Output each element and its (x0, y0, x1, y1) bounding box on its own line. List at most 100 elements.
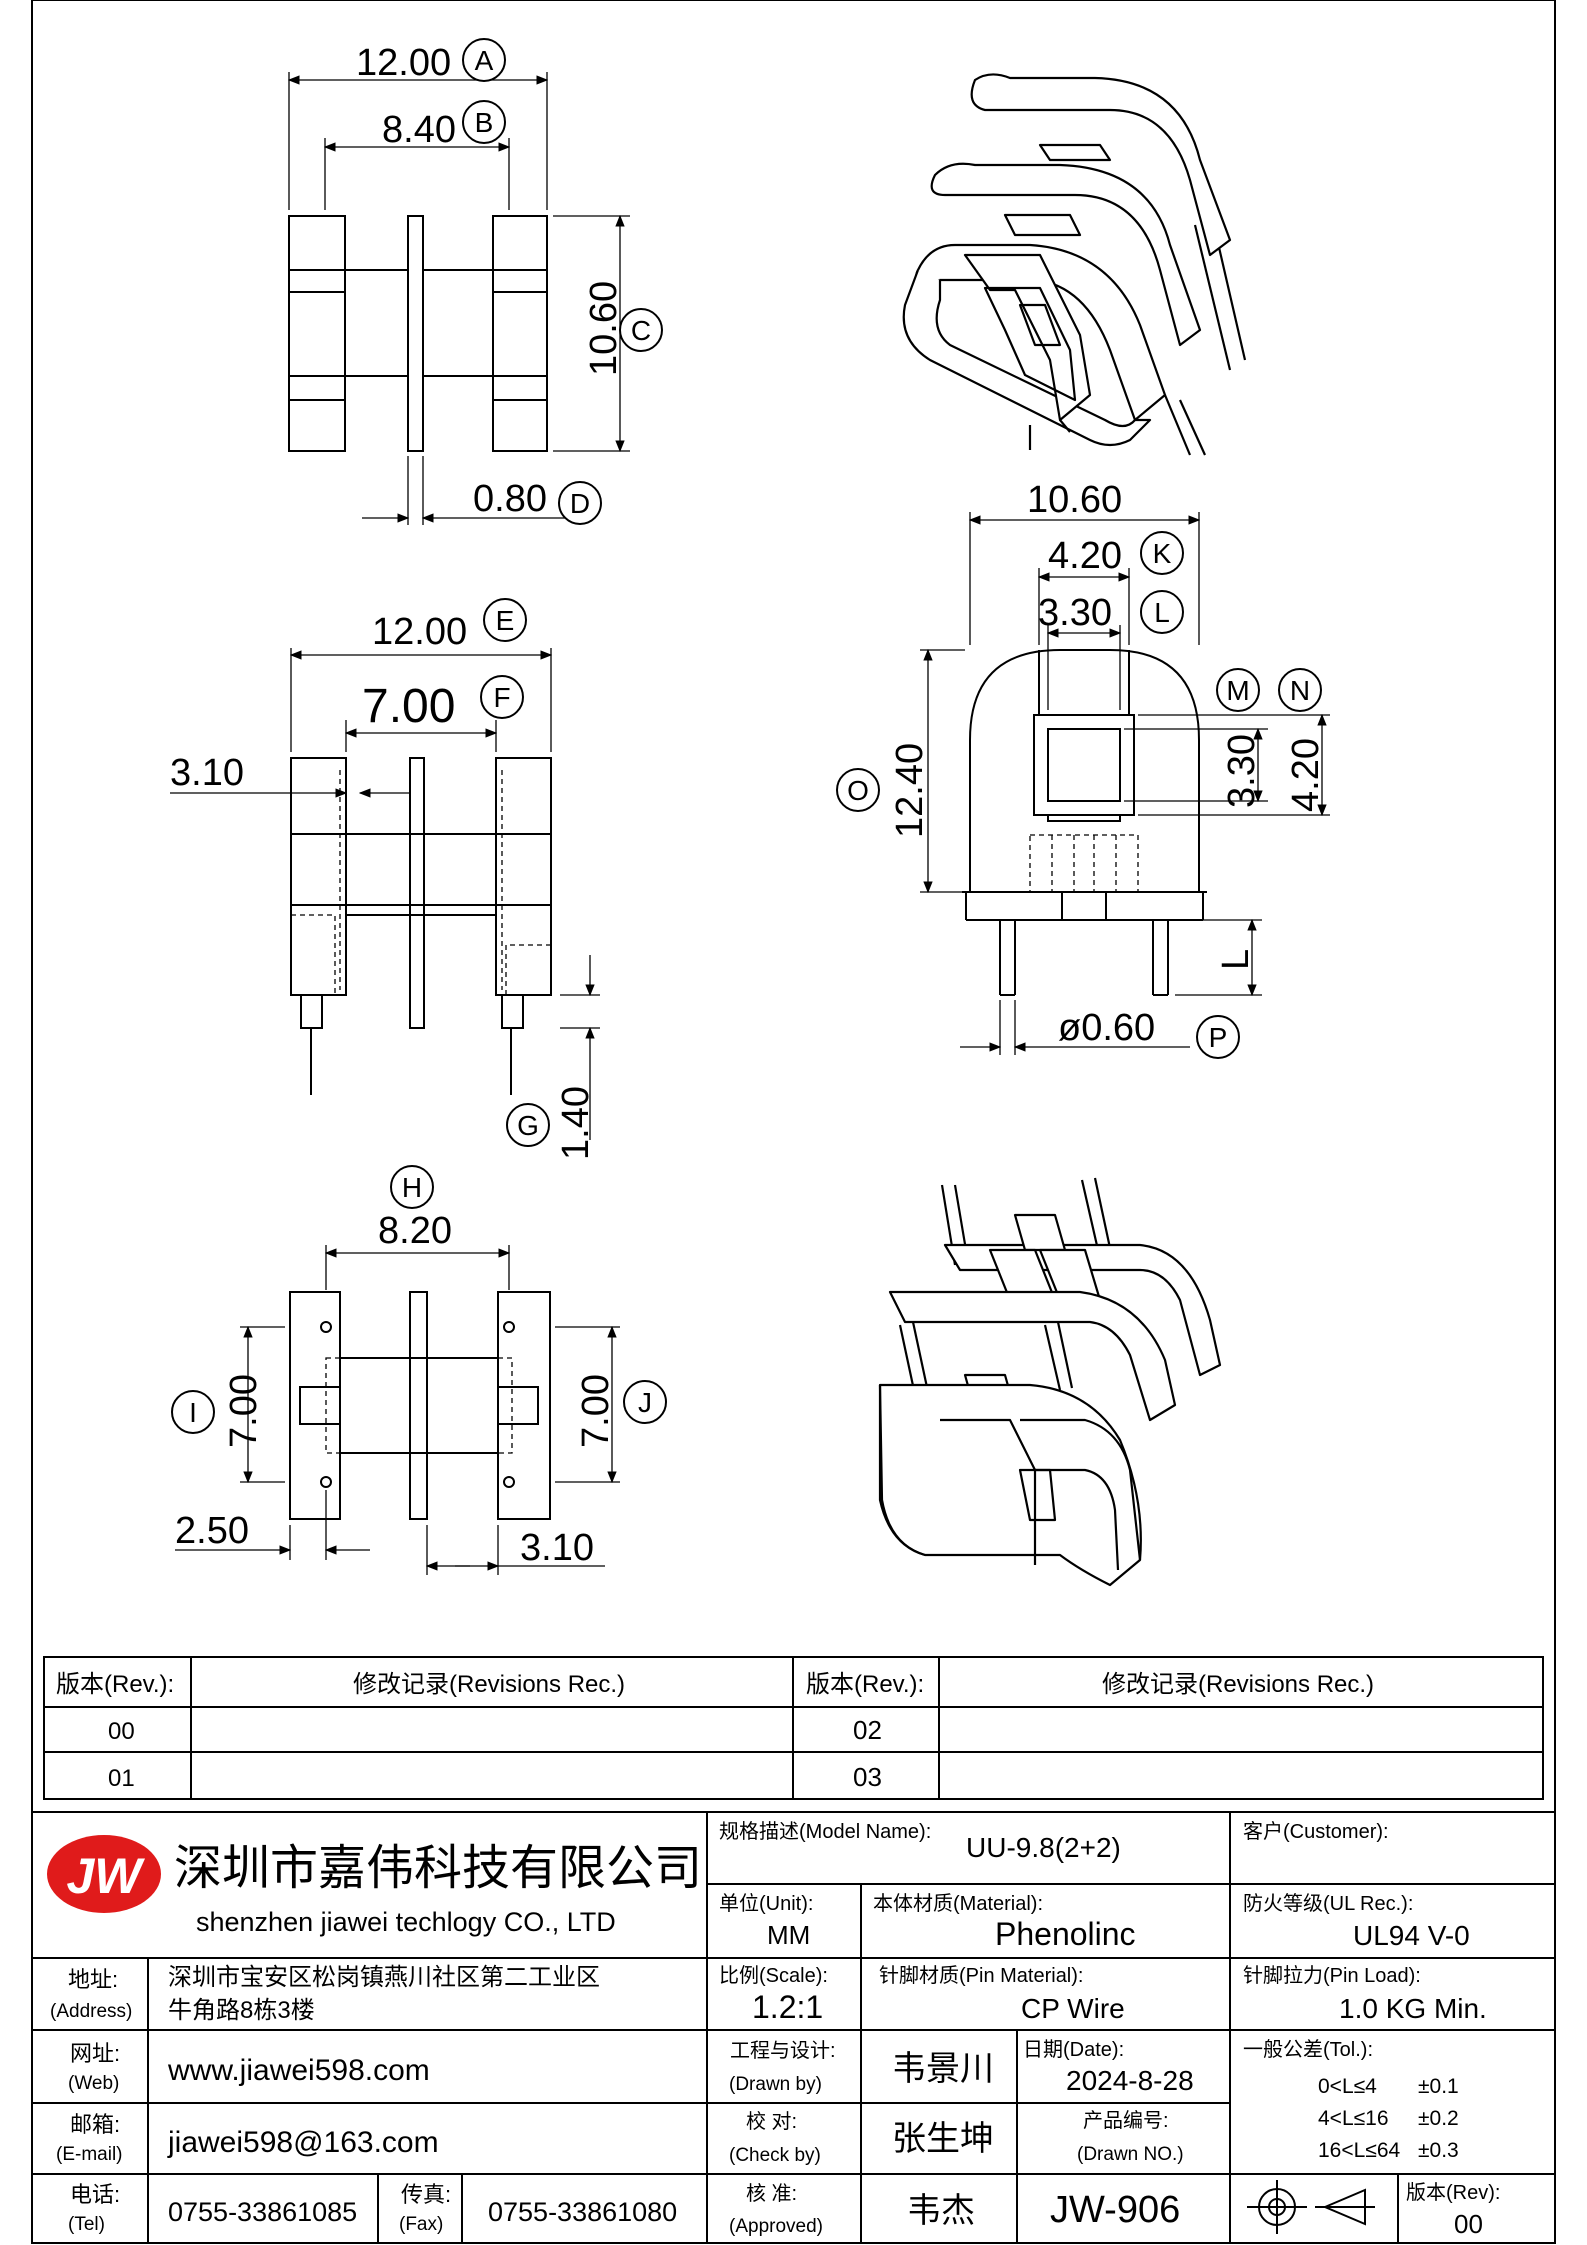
pin-load-label: 针脚拉力(Pin Load): (1243, 1964, 1421, 1987)
material-label: 本体材质(Material): (873, 1892, 1043, 1915)
balloon-letter: F (493, 682, 510, 713)
balloon-letter: E (496, 605, 515, 636)
dim-front-pin: 1.40 (555, 1086, 597, 1160)
revision-table (43, 1656, 1544, 1800)
tol-val-2: ±0.3 (1418, 2139, 1459, 2162)
address-label-en: (Address) (50, 2001, 132, 2022)
rev-row-1-right: 03 (853, 1762, 882, 1792)
balloon-o: O (836, 768, 880, 812)
web-label-cn: 网址: (70, 2041, 120, 2066)
drawn-by: 韦景川 (892, 2050, 994, 2088)
customer-label: 客户(Customer): (1243, 1820, 1389, 1843)
ul-value: UL94 V-0 (1353, 1920, 1470, 1951)
balloon-letter: N (1290, 675, 1310, 706)
check-label-en: (Check by) (729, 2145, 821, 2166)
balloon-e: E (483, 598, 527, 642)
tol-range-2: 16<L≤64 (1318, 2139, 1401, 2162)
balloon-letter: L (1154, 597, 1170, 628)
balloon-letter: J (638, 1387, 652, 1418)
check-by: 张生坤 (892, 2120, 994, 2158)
balloon-letter: M (1226, 675, 1249, 706)
balloon-l: L (1140, 590, 1184, 634)
drawn-label-cn: 工程与设计: (730, 2039, 836, 2062)
top-view-labels: 12.00 8.40 10.60 0.80 (356, 42, 625, 520)
web-label-en: (Web) (68, 2073, 119, 2094)
rev-row-0-left: 00 (108, 1718, 135, 1745)
top-view (287, 72, 630, 525)
front-view (170, 648, 600, 1140)
dim-side-n: 4.20 (1285, 738, 1327, 812)
rec-header-right: 修改记录(Revisions Rec.) (1102, 1671, 1374, 1698)
dim-side-k: 4.20 (1048, 535, 1122, 577)
address-label-cn: 地址: (68, 1967, 118, 1992)
rev-value: 00 (1454, 2209, 1483, 2239)
balloon-b: B (462, 100, 506, 144)
company-name-en: shenzhen jiawei techlogy CO., LTD (196, 1907, 616, 1937)
fax-label-cn: 传真: (401, 2182, 451, 2207)
address-line-1: 深圳市宝安区松岗镇燕川社区第二工业区 (168, 1964, 600, 1991)
company-name-cn: 深圳市嘉伟科技有限公司 (174, 1842, 702, 1895)
balloon-m: M (1216, 668, 1260, 712)
revision-table-text: 版本(Rev.): 修改记录(Revisions Rec.) 版本(Rev.):… (56, 1671, 1374, 1792)
balloon-i: I (171, 1390, 215, 1434)
web-url: www.jiawei598.com (167, 2054, 430, 2087)
dim-side-m: 3.30 (1221, 734, 1263, 808)
front-view-labels: 12.00 7.00 3.10 1.40 (170, 611, 597, 1160)
dim-bottom-right-h: 7.00 (575, 1374, 617, 1448)
iso-view-bottom (878, 1177, 1222, 1587)
dim-bottom-right-off: 3.10 (520, 1527, 594, 1569)
rev-header-right: 版本(Rev.): (806, 1671, 924, 1698)
pin-load-value: 1.0 KG Min. (1339, 1993, 1487, 2024)
company-logo: JW (47, 1835, 161, 1913)
dim-bottom-left-h: 7.00 (223, 1374, 265, 1448)
balloon-letter: I (189, 1397, 197, 1428)
rev-row-1-left: 01 (108, 1765, 135, 1792)
date-value: 2024-8-28 (1066, 2065, 1194, 2096)
drawno-label-cn: 产品编号: (1083, 2109, 1169, 2132)
dim-top-flange: 0.80 (473, 478, 547, 520)
projection-symbol-icon (1247, 2180, 1375, 2234)
dim-bottom-width: 8.20 (378, 1210, 452, 1252)
balloon-d: D (558, 481, 602, 525)
balloon-f: F (480, 675, 524, 719)
approved-by: 韦杰 (907, 2192, 975, 2230)
balloon-g: G (506, 1103, 550, 1147)
bottom-view (175, 1245, 620, 1575)
tol-range-1: 4<L≤16 (1318, 2107, 1389, 2130)
approved-label-en: (Approved) (729, 2216, 823, 2237)
side-view (920, 512, 1330, 1055)
dim-top-height: 10.60 (583, 281, 625, 376)
model-label: 规格描述(Model Name): (719, 1820, 931, 1843)
drawing-number: JW-906 (1050, 2189, 1180, 2231)
pin-material-label: 针脚材质(Pin Material): (879, 1964, 1083, 1987)
balloon-letter: K (1153, 538, 1172, 569)
date-label: 日期(Date): (1023, 2039, 1124, 2061)
dim-bottom-left-off: 2.50 (175, 1510, 249, 1552)
dim-front-left: 3.10 (170, 752, 244, 794)
balloon-c: C (619, 308, 663, 352)
title-block-grid (31, 1811, 1556, 2244)
address-line-2: 牛角路8栋3楼 (168, 1997, 315, 2024)
balloon-letter: A (475, 45, 494, 76)
dim-front-inner: 7.00 (362, 680, 455, 733)
balloon-letter: O (847, 775, 869, 806)
dim-side-pin-len: L (1215, 949, 1257, 970)
fax-number: 0755-33861080 (488, 2197, 677, 2227)
dim-side-pin-dia: ø0.60 (1058, 1007, 1155, 1049)
balloon-j: J (623, 1380, 667, 1424)
rev-header-left: 版本(Rev.): (56, 1671, 174, 1698)
email-label-en: (E-mail) (56, 2144, 123, 2165)
scale-value: 1.2:1 (752, 1989, 823, 2025)
side-view-labels: 10.60 4.20 3.30 3.30 4.20 12.40 L ø0.60 (889, 479, 1327, 1049)
rev-row-0-right: 02 (853, 1715, 882, 1745)
email-label-cn: 邮箱: (70, 2112, 120, 2137)
dim-front-width: 12.00 (372, 611, 467, 653)
balloon-letter: B (475, 107, 494, 138)
approved-label-cn: 核 准: (746, 2182, 797, 2205)
unit-value: MM (767, 1920, 810, 1950)
email-address: jiawei598@163.com (167, 2126, 439, 2159)
tol-val-1: ±0.2 (1418, 2107, 1459, 2130)
tel-number: 0755-33861085 (168, 2197, 357, 2227)
